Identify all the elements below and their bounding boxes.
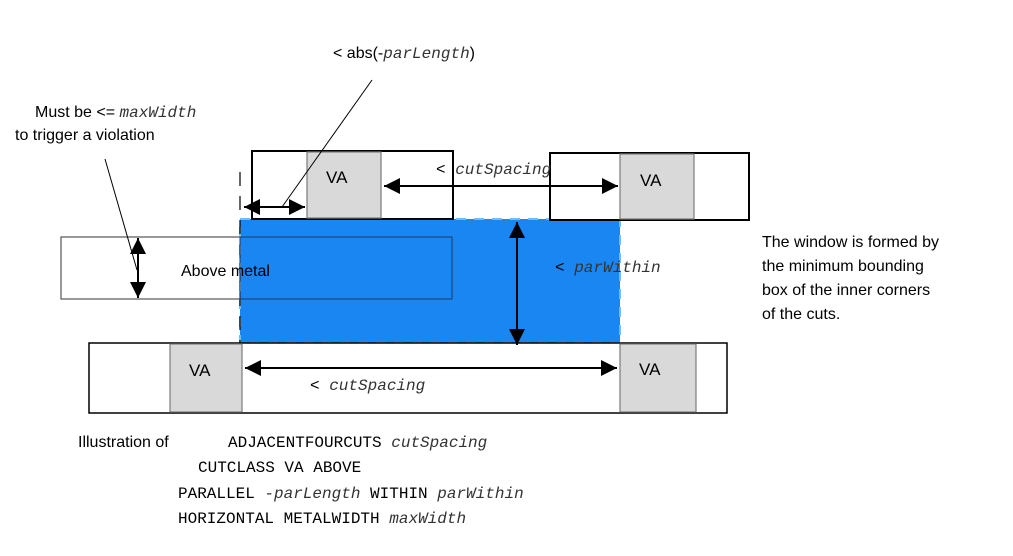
above-metal-outline <box>239 236 453 300</box>
violation-window <box>239 218 621 344</box>
window-note-line-4: of the cuts. <box>762 306 840 323</box>
cut-spacing-top-label: < cutSpacing <box>416 161 563 179</box>
caption-line-3: PARALLEL -parLength WITHIN parWithin <box>178 485 524 503</box>
max-width-label-line1: Must be <= maxWidth <box>15 104 208 122</box>
cut-bottom-left <box>169 343 243 413</box>
par-length-leader <box>281 79 373 208</box>
cut-top-right <box>619 153 695 220</box>
cut-top-left-label: VA <box>326 168 348 187</box>
window-note-line-3: box of the inner corners <box>762 282 930 299</box>
cut-top-right-label: VA <box>640 171 662 190</box>
cut-bottom-left-label: VA <box>189 361 211 380</box>
window-note-line-2: the minimum bounding <box>762 258 924 275</box>
cut-bottom-right-label: VA <box>639 360 661 379</box>
caption-line-1: ADJACENTFOURCUTS cutSpacing <box>208 434 499 452</box>
cut-top-left <box>306 151 382 219</box>
par-within-label: < parWithin <box>535 259 673 277</box>
above-metal-label: Above metal <box>181 263 270 280</box>
caption-line-4: HORIZONTAL METALWIDTH maxWidth <box>178 510 466 528</box>
cut-bottom-right <box>619 343 697 413</box>
caption-lead: Illustration of <box>78 434 169 451</box>
cut-spacing-bottom-label: < cutSpacing <box>290 377 437 395</box>
window-note-line-1: The window is formed by <box>762 234 939 251</box>
par-length-label: < abs(-parLength) <box>313 45 487 63</box>
max-width-leader <box>104 158 138 271</box>
max-width-label-line2: to trigger a violation <box>15 127 155 144</box>
caption-line-2: CUTCLASS VA ABOVE <box>178 459 373 477</box>
